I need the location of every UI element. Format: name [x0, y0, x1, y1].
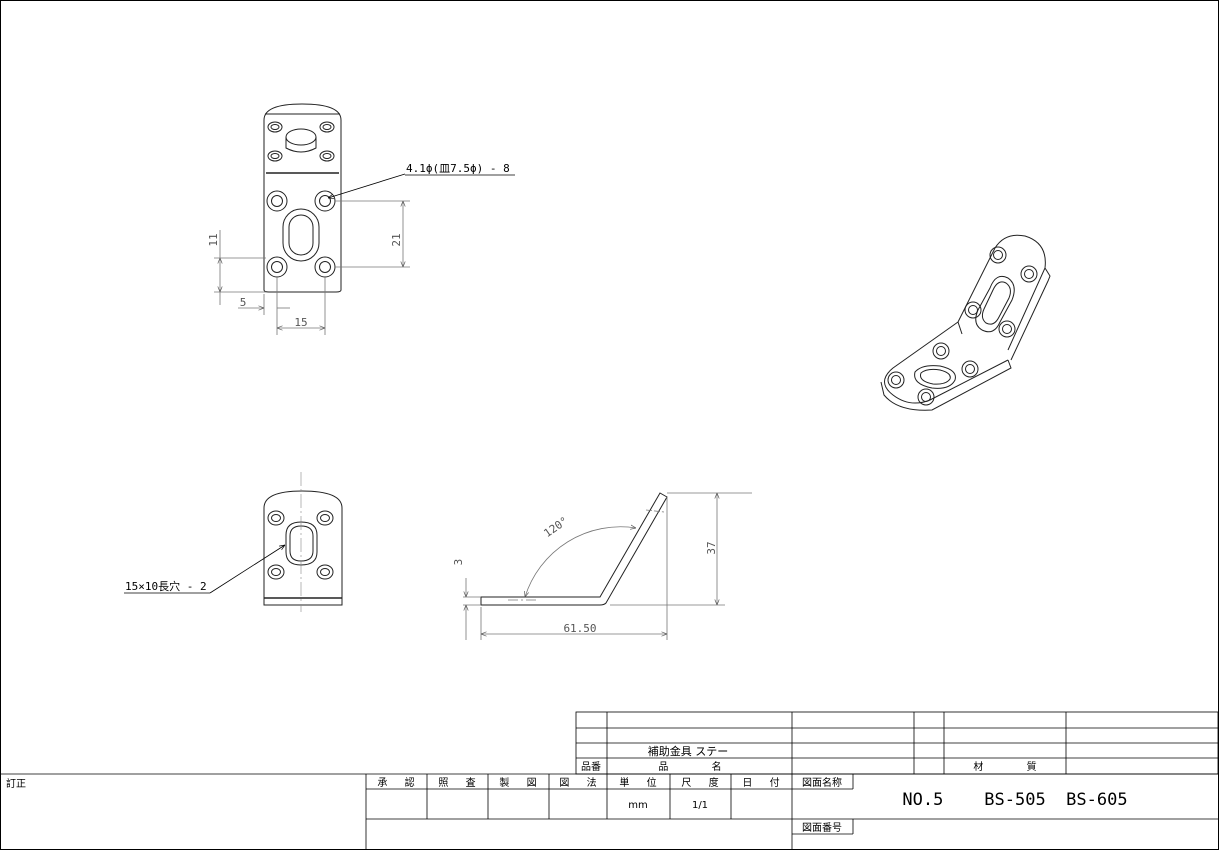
date-label: 日 付	[742, 776, 779, 789]
drawing-name-label: 図面名称	[802, 776, 842, 789]
approved-label: 承 認	[377, 776, 414, 789]
hole-callout: 4.1ϕ(皿7.5ϕ) - 8	[406, 162, 510, 175]
top-view-dimensions	[214, 200, 410, 335]
side-view-dimensions	[463, 492, 752, 640]
front-view	[263, 490, 343, 606]
dim-21: 21	[390, 233, 403, 246]
drawn-label: 製 図	[499, 776, 536, 789]
slot-callout: 15×10長穴 - 2	[125, 579, 207, 593]
unit-label: 単 位	[619, 776, 656, 789]
top-view-outline	[263, 103, 342, 293]
slot-callout-leader	[209, 545, 285, 594]
dim-15: 15	[294, 316, 307, 329]
dim-3: 3	[452, 559, 465, 566]
isometric-view	[880, 234, 1051, 411]
dim-angle: 120°	[541, 514, 570, 540]
part-name: 補助金具 ステー	[648, 744, 729, 758]
dim-5: 5	[240, 296, 247, 309]
slot-inner	[288, 214, 314, 256]
scale-label: 尺 度	[681, 776, 718, 789]
checked-label: 照 査	[438, 776, 475, 789]
top-view	[263, 103, 342, 293]
title-block	[0, 711, 1219, 849]
upper-holes	[267, 121, 335, 162]
slot-outer	[282, 208, 320, 262]
scale-value: 1/1	[692, 800, 708, 811]
dim-37: 37	[705, 541, 718, 554]
drawing-number-label: 図面番号	[802, 822, 842, 834]
dim-11: 11	[207, 233, 220, 246]
side-view	[480, 492, 668, 606]
unit-value: mm	[628, 800, 647, 811]
material-label: 材 質	[973, 760, 1036, 773]
dim-61-50: 61.50	[563, 622, 596, 635]
drawing-name: NO.5 BS-505 BS-605	[902, 790, 1127, 810]
hole-callout-leader	[328, 173, 406, 198]
part-name-label: 品 名	[658, 760, 721, 773]
method-label: 図 法	[559, 776, 596, 789]
part-number-label: 品番	[581, 761, 601, 773]
lower-holes	[266, 190, 336, 278]
revision-label: 訂正	[6, 777, 26, 790]
